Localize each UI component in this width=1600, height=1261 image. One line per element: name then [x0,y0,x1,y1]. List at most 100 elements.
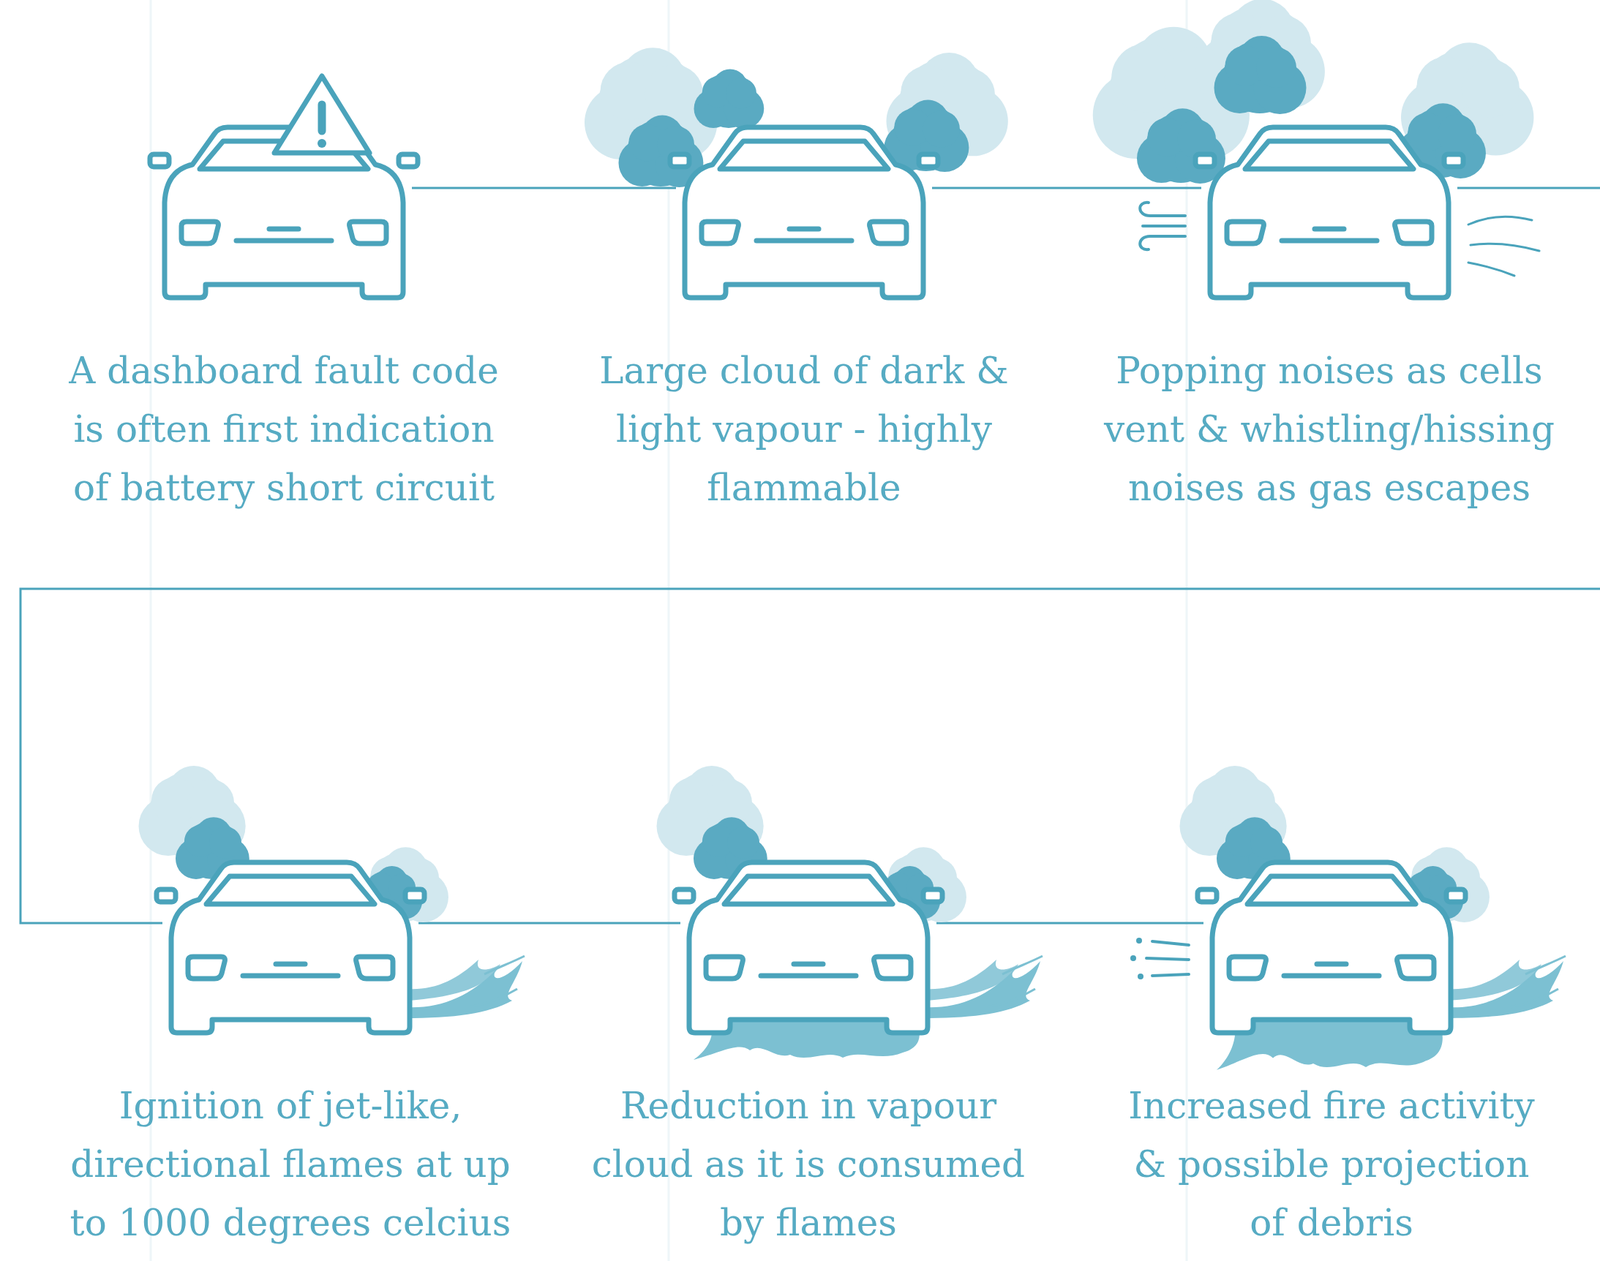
car-mirror [398,154,418,167]
car-headlight-group [874,956,911,979]
car-icon [1197,862,1466,1034]
step-node: Popping noises as cells vent & whistling… [1201,122,1458,298]
vapour-cloud [645,64,704,123]
decoration-back [656,765,1044,1061]
flame-wisp [1525,956,1566,975]
car-mirror [1197,889,1217,903]
warning-icon [274,76,370,153]
grid-line [1185,0,1189,1261]
wind-line [1139,202,1186,216]
car-headlight [874,956,911,979]
car-headlight [869,221,907,244]
caption-block: Reduction in vapour cloud as it is consu… [574,1076,1043,1253]
car-grille [793,962,824,968]
car-mirror [918,154,938,167]
grid-line [667,0,671,1261]
car-headlight [1229,956,1266,979]
car-grille [756,238,852,244]
flame [925,959,1019,1001]
car-body [171,862,410,1034]
car-mirror [1446,889,1466,903]
car-grille [1283,973,1380,979]
car-headlight [356,956,393,979]
caption-block: Ignition of jet-like, directional flames… [56,1076,525,1253]
flame-wisp [1510,989,1559,1008]
car-icon [156,862,425,1034]
car-headlight [1395,221,1432,244]
step-node: A dashboard fault code is often first in… [155,122,412,298]
car-body [1212,862,1451,1034]
flame-wisp [484,956,525,975]
step-caption: Large cloud of dark & light vapour - hig… [573,341,1035,518]
car-headlight [705,956,743,979]
car-body [684,127,924,298]
car-headlight-group [869,221,907,244]
car-headlight [188,956,225,979]
car-illustration [680,857,937,1034]
wind-line [1139,236,1186,250]
caption-block: Popping noises as cells vent & whistling… [1095,341,1564,518]
vapour-cloud [1250,826,1283,859]
vapour-cloud [1437,114,1477,154]
car-illustration [162,857,419,1034]
car-headlight [349,221,387,244]
speed-line [1468,262,1515,276]
caption-block: A dashboard fault code is often first in… [60,341,507,518]
car-mirror [1195,154,1215,167]
vapour-cloud [209,826,242,859]
car-grille [275,962,306,968]
step-node: Increased fire activity & possible proje… [1203,857,1460,1034]
flame [407,959,501,1001]
car-grille [1314,226,1344,232]
car-illustration [155,122,412,298]
speed-line [1468,216,1532,225]
car-headlight-group [349,221,387,244]
car-windshield [719,141,889,169]
flame-wisp [1002,956,1043,975]
car-headlight [701,221,739,244]
flame [1448,959,1542,1001]
timeline-connector [936,922,1204,925]
wind-dot [1136,937,1143,944]
car-headlight [181,221,219,244]
decoration-back [1130,765,1566,1071]
car-mirror [674,889,694,903]
vapour-cloud [725,78,757,110]
wind-line [1142,224,1186,228]
step-node: Reduction in vapour cloud as it is consu… [680,857,937,1034]
wind-line [1152,941,1189,946]
caption-block: Increased fire activity & possible proje… [1115,1076,1548,1253]
timeline-connector [20,188,1600,924]
timeline-connector [411,187,676,190]
wind-line [1146,958,1189,960]
step-caption: Ignition of jet-like, directional flames… [56,1076,525,1253]
caption-block: Large cloud of dark & light vapour - hig… [573,341,1035,518]
step-node: Ignition of jet-like, directional flames… [162,857,419,1034]
car-illustration [675,122,933,298]
car-windshield [724,876,893,905]
flame-wisp [469,989,518,1008]
car-body [1210,127,1449,298]
step-node: Large cloud of dark & light vapour - hig… [675,122,933,298]
vapour-cloud [727,826,760,859]
timeline-connector [418,922,681,925]
car-grille [1281,238,1377,244]
car-grille [269,226,299,232]
car-icon [674,862,943,1034]
car-headlight [1226,221,1264,244]
car-mirror [670,154,690,167]
car-headlight-group [1397,956,1434,979]
car-mirror [405,889,425,903]
flame-wisp [987,989,1036,1008]
car-mirror [1444,154,1464,167]
car-headlight-group [1395,221,1432,244]
vapour-cloud [1461,59,1520,118]
wind-dot [1137,973,1144,980]
speed-line [1470,243,1540,251]
car-mirror [923,889,943,903]
timeline-connector [932,187,1202,190]
warning-triangle [274,76,370,153]
car-illustration [1203,857,1460,1034]
grid-line [149,0,153,1261]
